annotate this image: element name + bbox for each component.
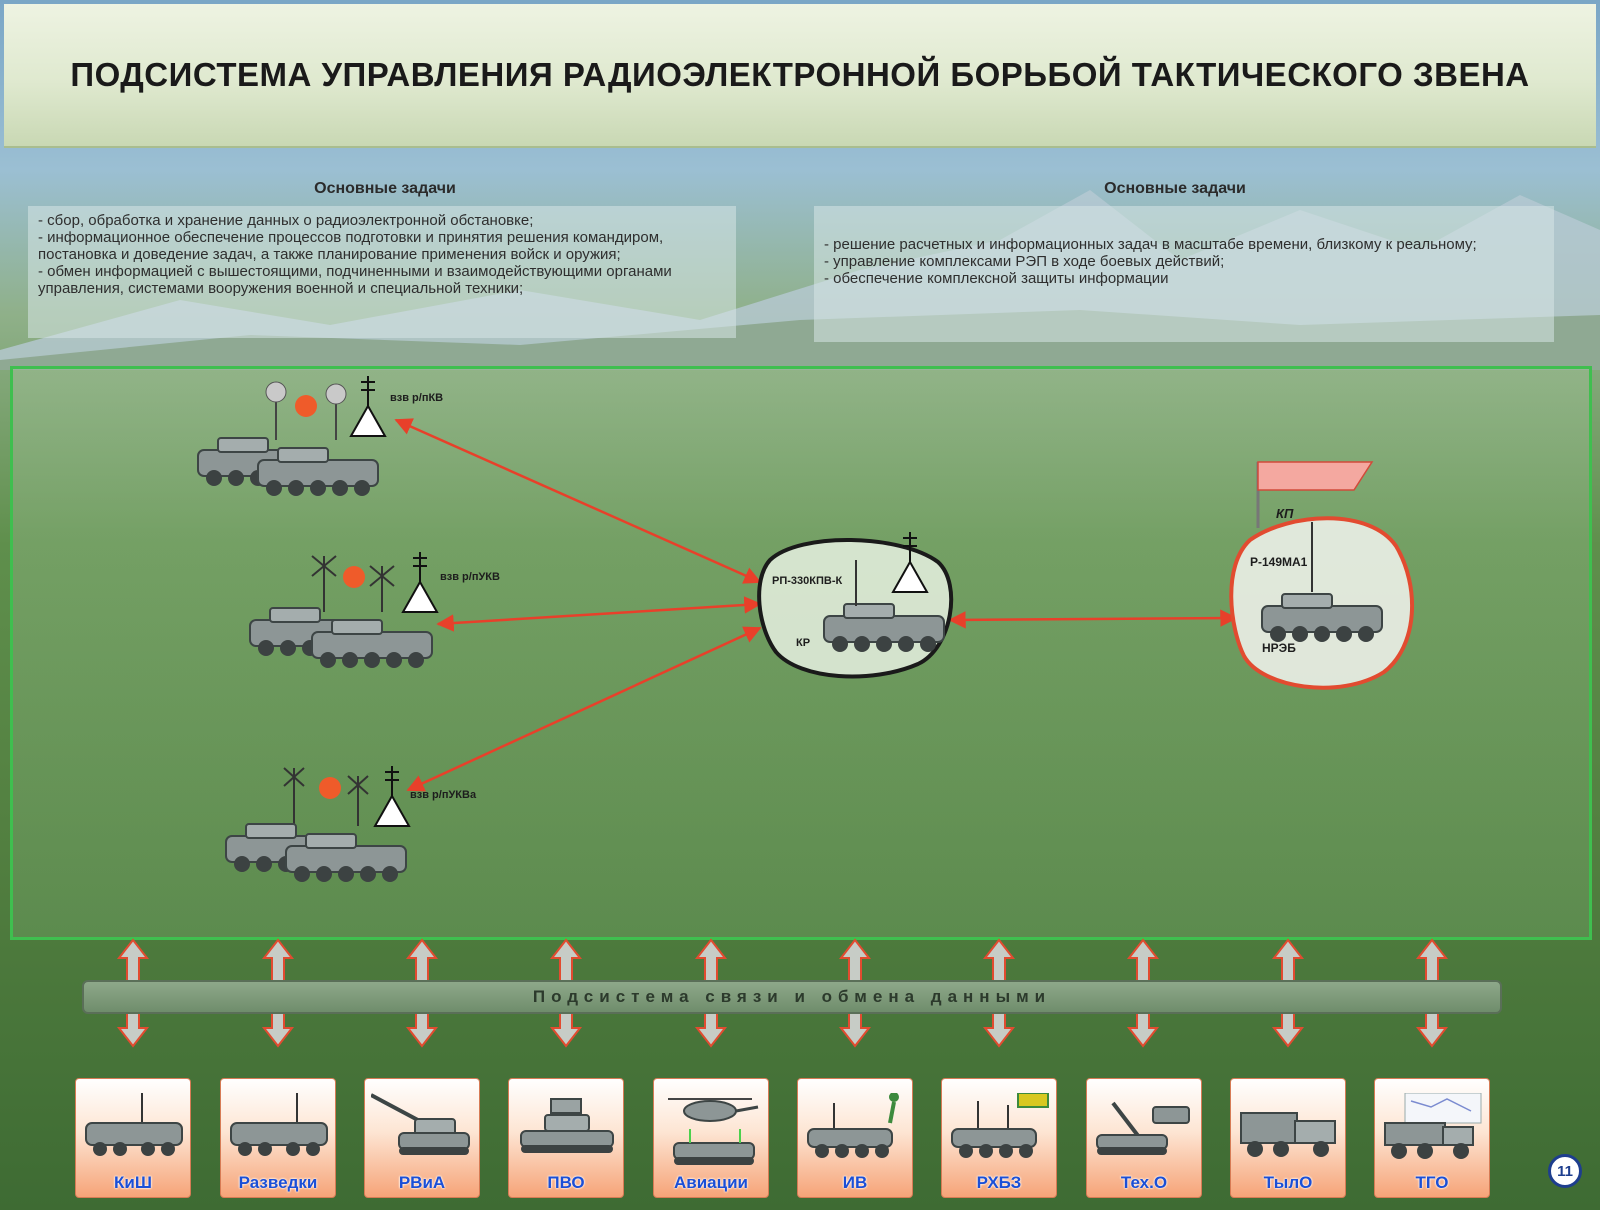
subsystem-card-label: КиШ: [114, 1173, 152, 1192]
wheeled-apc-icon: [85, 1093, 183, 1156]
right-task-item: решение расчетных и информационных задач…: [824, 236, 1544, 253]
command-post-flag-label: КП: [1276, 506, 1294, 521]
left-task-item: информационное обеспечение процессов под…: [38, 229, 726, 263]
subsystem-card-tylo: ТылО: [1230, 1078, 1346, 1198]
right-tasks-panel: решение расчетных и информационных задач…: [814, 206, 1554, 342]
unit-hf-platoon: взв р/пКВ: [197, 375, 443, 497]
subsystem-card-label: Авиации: [674, 1173, 748, 1192]
status-dot-icon: [295, 395, 317, 417]
unit-vhf-platoon: взв р/пУКВ: [249, 551, 500, 669]
antenna-mast-icon: [265, 381, 347, 440]
comm-subsystem-bar: Подсистема связи и обмена данными: [82, 980, 1502, 1014]
link-vhf-air-to-kr: [406, 626, 762, 792]
triangle-antenna-icon: [402, 551, 438, 613]
subsystem-card-label: Разведки: [238, 1173, 318, 1192]
control-point-tag: КР: [796, 637, 810, 649]
subsystem-card-recon: Разведки: [220, 1078, 336, 1198]
subsystem-card-label: ТылО: [1263, 1173, 1313, 1192]
subsystem-card-label: РХБЗ: [976, 1173, 1022, 1192]
subsystem-card-teho: Тех.О: [1086, 1078, 1202, 1198]
page-number-badge: 11: [1548, 1154, 1582, 1188]
recovery-vehicle-icon: [1096, 1101, 1190, 1155]
subsystem-card-kish: КиШ: [75, 1078, 191, 1198]
subsystem-card-label: РВиА: [398, 1173, 446, 1192]
link-vhf-to-kr: [436, 596, 762, 632]
subsystem-card-label: Тех.О: [1120, 1173, 1168, 1192]
control-point-name: РП-330КПВ-К: [772, 575, 842, 587]
link-kr-to-command-post: [948, 609, 1238, 629]
unit-vhf-label: взв р/пУКВ: [440, 571, 500, 583]
subsystem-card-pvo: ПВО: [508, 1078, 624, 1198]
subsystem-card-tgo: ТГО: [1374, 1078, 1490, 1198]
left-tasks-heading: Основные задачи: [314, 180, 456, 197]
right-task-item: управление комплексами РЭП в ходе боевых…: [824, 253, 1544, 270]
command-post-tag: НРЭБ: [1262, 641, 1296, 655]
unit-vhf-air-label: взв р/пУКВа: [410, 789, 477, 801]
subsystem-card-rkhbz: РХБЗ: [941, 1078, 1057, 1198]
flag-icon: [1257, 461, 1374, 491]
triangle-antenna-icon: [374, 765, 410, 827]
subsystem-card-aviation: Авиации: [653, 1078, 769, 1198]
self-propelled-gun-icon: [371, 1093, 470, 1155]
link-hf-to-kr: [394, 418, 762, 584]
subsystem-card-label: ИВ: [842, 1173, 868, 1192]
command-post-vehicle: Р-149МА1: [1250, 555, 1308, 569]
right-tasks-heading: Основные задачи: [1104, 180, 1246, 197]
subsystem-card-label: ПВО: [547, 1173, 585, 1192]
antenna-mast-icon: [283, 767, 369, 826]
helicopter-and-vehicle-icon: [668, 1098, 759, 1165]
comm-subsystem-label: Подсистема связи и обмена данными: [532, 987, 1052, 1006]
map-and-truck-icon: [1384, 1093, 1482, 1159]
subsystem-card-rvia: РВиА: [364, 1078, 480, 1198]
antenna-mast-icon: [311, 555, 395, 612]
page-title: ПОДСИСТЕМА УПРАВЛЕНИЯ РАДИОЭЛЕКТРОННОЙ Б…: [70, 56, 1530, 93]
left-task-item: обмен информацией с вышестоящими, подчин…: [38, 263, 726, 297]
chemical-defense-vehicle-icon: [951, 1093, 1049, 1158]
triangle-antenna-icon: [350, 375, 386, 437]
status-dot-icon: [343, 566, 365, 588]
subsystem-card-label: ТГО: [1415, 1173, 1449, 1192]
header-banner: ПОДСИСТЕМА УПРАВЛЕНИЯ РАДИОЭЛЕКТРОННОЙ Б…: [4, 4, 1596, 148]
control-point-kr: РП-330КПВ-К КР: [757, 531, 954, 679]
air-defense-vehicle-icon: [520, 1098, 614, 1153]
command-post: КП Р-149МА1 НРЭБ: [1229, 461, 1415, 690]
subsystem-card-iv: ИВ: [797, 1078, 913, 1198]
supply-truck-icon: [1240, 1112, 1336, 1157]
right-task-item: обеспечение комплексной защиты информаци…: [824, 270, 1544, 287]
unit-hf-label: взв р/пКВ: [390, 392, 443, 404]
left-tasks-panel: сбор, обработка и хранение данных о ради…: [28, 206, 736, 338]
wheeled-apc-icon: [230, 1093, 328, 1156]
left-task-item: сбор, обработка и хранение данных о ради…: [38, 212, 726, 229]
unit-vhf-air-platoon: взв р/пУКВа: [225, 765, 477, 883]
status-dot-icon: [319, 777, 341, 799]
engineer-vehicle-icon: [807, 1093, 899, 1158]
